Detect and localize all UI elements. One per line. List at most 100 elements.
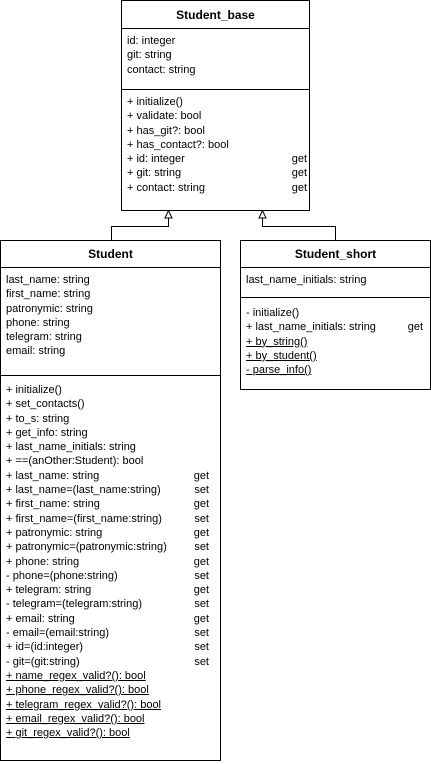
accessor-label: set <box>194 569 209 582</box>
method-row: + first_name=(first_name:string)set <box>1 512 220 526</box>
method-text: + contact: string <box>127 181 205 194</box>
student-short-inherits-base-line <box>262 218 336 240</box>
method-text: - telegram=(telegram:string) <box>6 598 143 611</box>
method-text: + telegram_regex_valid?(): bool <box>6 698 162 711</box>
method-row: + patronymic=(patronymic:string)set <box>1 540 220 554</box>
class-student-short: Student_short last_name_initials: string… <box>240 240 431 390</box>
attribute-text: contact: string <box>127 63 196 76</box>
method-text: + last_name: string <box>6 469 100 482</box>
class-name: Student_short <box>241 241 430 268</box>
attribute-row: first_name: string <box>1 287 220 301</box>
method-row: - email=(email:string)set <box>1 626 220 640</box>
accessor-label: get <box>193 526 209 539</box>
method-row: + last_name_initials: string get <box>241 320 430 334</box>
method-text: + last_name_initials: string <box>246 321 376 334</box>
attribute-row: email: string <box>1 344 220 358</box>
method-text: + git: string <box>127 167 182 180</box>
method-row: + git: string get <box>122 166 309 180</box>
method-text: + to_s: string <box>6 412 70 425</box>
method-row: + by_student() <box>241 349 430 363</box>
method-row: - parse_info() <box>241 363 430 377</box>
method-row: + set_contacts() <box>1 397 220 411</box>
accessor-label: get <box>193 584 209 597</box>
attribute-text: first_name: string <box>6 288 91 301</box>
attribute-row: phone: string <box>1 316 220 330</box>
generalization-arrowhead-right <box>258 209 267 219</box>
method-row: + email_regex_valid?(): bool <box>1 712 220 726</box>
accessor-label: set <box>194 641 209 654</box>
method-row: + validate: bool <box>122 109 309 123</box>
accessor-label: set <box>194 627 209 640</box>
method-text: + validate: bool <box>127 110 202 123</box>
method-row: + initialize() <box>122 95 309 109</box>
method-text: + by_string() <box>246 335 308 348</box>
method-row: - telegram=(telegram:string) set <box>1 597 220 611</box>
method-row: + name_regex_valid?(): bool <box>1 669 220 683</box>
accessor-label: get <box>407 321 423 334</box>
method-row: + phone: string get <box>1 555 220 569</box>
method-row: + phone_regex_valid?(): bool <box>1 683 220 697</box>
accessor-label: set <box>194 655 209 668</box>
accessor-label: get <box>291 153 307 166</box>
method-text: + last_name_initials: string <box>6 441 136 454</box>
attribute-row: id: integer <box>122 34 309 48</box>
attribute-text: telegram: string <box>6 331 82 344</box>
methods-compartment: - initialize()+ last_name_initials: stri… <box>241 297 430 377</box>
method-row: + initialize() <box>1 383 220 397</box>
accessor-label: get <box>193 498 209 511</box>
attribute-row: git: string <box>122 48 309 62</box>
attribute-row: contact: string <box>122 63 309 77</box>
attribute-text: last_name: string <box>6 274 90 286</box>
method-text: + email: string <box>6 612 75 625</box>
method-row: + telegram_regex_valid?(): bool <box>1 698 220 712</box>
method-text: + has_contact?: bool <box>127 138 229 151</box>
method-text: + git_regex_valid?(): bool <box>6 727 130 740</box>
methods-compartment: + initialize()+ set_contacts()+ to_s: st… <box>1 375 220 740</box>
method-row: - initialize() <box>241 306 430 320</box>
method-text: + id: integer <box>127 153 185 166</box>
method-text: + id=(id:integer) <box>6 641 84 654</box>
attribute-text: git: string <box>127 49 172 62</box>
accessor-label: set <box>194 512 209 525</box>
attribute-row: patronymic: string <box>1 302 220 316</box>
student-inherits-base-line <box>111 218 169 240</box>
accessor-label: set <box>194 541 209 554</box>
method-text: + by_student() <box>246 349 317 362</box>
method-row: + last_name_initials: string <box>1 440 220 454</box>
method-text: + first_name: string <box>6 498 100 511</box>
accessor-label: set <box>194 598 209 611</box>
method-text: + has_git?: bool <box>127 124 205 137</box>
class-name: Student <box>1 241 220 268</box>
methods-compartment: + initialize() + validate: bool+ has_git?… <box>122 89 309 195</box>
method-text: + phone: string <box>6 555 80 568</box>
attributes-compartment: last_name_initials: string <box>241 268 430 297</box>
method-row: + id: integer get <box>122 152 309 166</box>
method-text: - phone=(phone:string) <box>6 569 118 582</box>
method-text: + telegram: string <box>6 584 92 597</box>
method-text: - git=(git:string) <box>6 655 80 668</box>
method-text: + phone_regex_valid?(): bool <box>6 684 149 697</box>
method-text: + set_contacts() <box>6 398 85 411</box>
attribute-row: telegram: string <box>1 330 220 344</box>
accessor-label: get <box>291 181 307 194</box>
method-text: + get_info: string <box>6 426 88 439</box>
method-row: + has_contact?: bool <box>122 138 309 152</box>
method-row: - phone=(phone:string) set <box>1 569 220 583</box>
class-name: Student_base <box>122 1 309 29</box>
class-student: Student last_name: string first_name: str… <box>0 240 221 761</box>
accessor-label: get <box>291 167 307 180</box>
method-text: - parse_info() <box>246 364 312 377</box>
method-row: + by_string() <box>241 335 430 349</box>
method-row: + telegram: string get <box>1 583 220 597</box>
accessor-label: get <box>193 555 209 568</box>
method-text: + initialize() <box>127 96 183 108</box>
attribute-text: phone: string <box>6 316 70 329</box>
attribute-row: last_name_initials: string <box>241 273 430 287</box>
method-text: + last_name=(last_name:string) <box>6 484 161 497</box>
